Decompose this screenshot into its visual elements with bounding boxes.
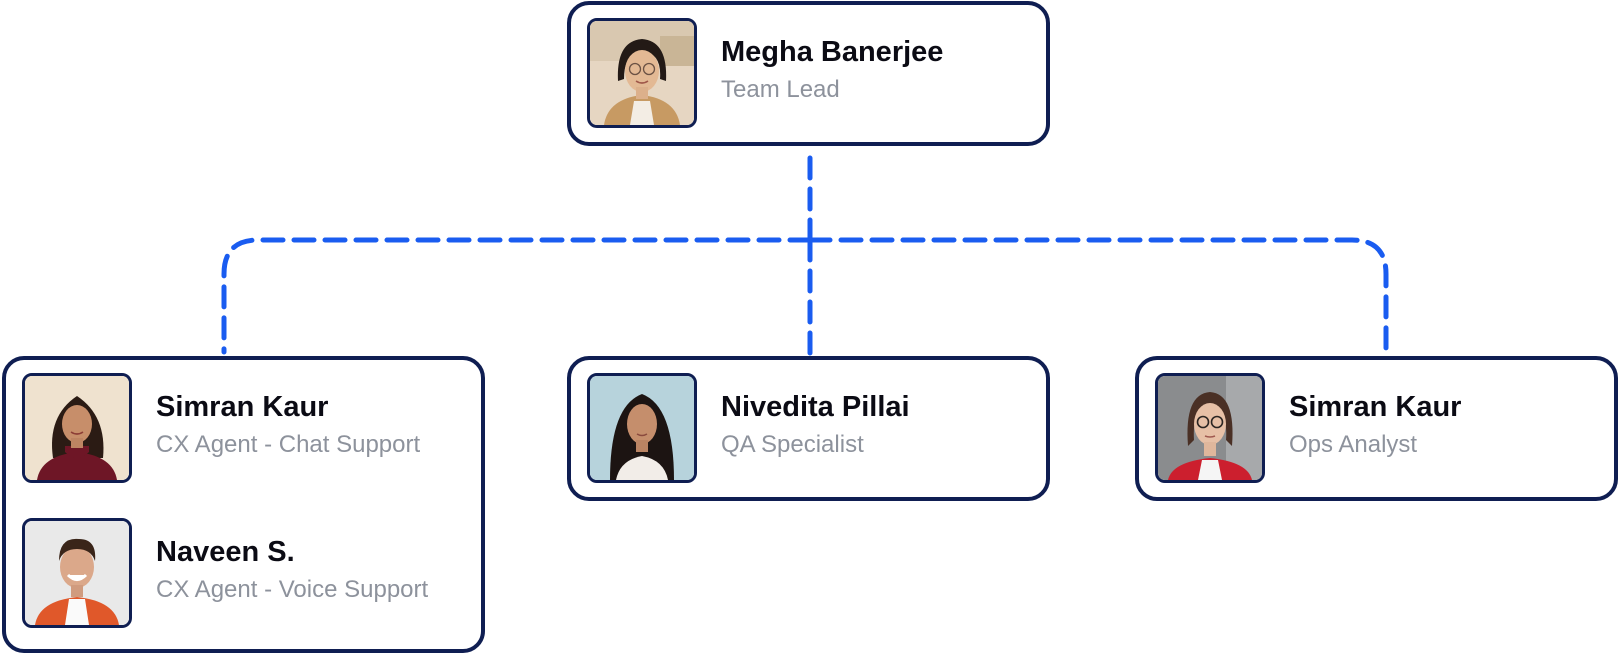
connector-right-branch [807,237,1389,357]
member-photo [22,518,132,628]
member-role: CX Agent - Voice Support [156,576,429,603]
member-photo [587,373,697,483]
woman-glasses-red-jacket-portrait-icon [1158,376,1262,480]
member-name: Simran Kaur [156,391,329,423]
member-person: Simran Kaur Ops Analyst [1155,373,1575,483]
team-card-left[interactable]: Simran Kaur CX Agent - Chat Support Nave… [2,356,485,653]
member-role: CX Agent - Chat Support [156,431,421,458]
lead-photo [587,18,697,128]
lead-role: Team Lead [721,76,840,103]
member-person: Naveen S. CX Agent - Voice Support [22,518,442,628]
team-card-center[interactable]: Nivedita Pillai QA Specialist [567,356,1050,501]
woman-maroon-sweater-portrait-icon [25,376,129,480]
member-person: Simran Kaur CX Agent - Chat Support [22,373,442,483]
lead-card[interactable]: Megha Banerjee Team Lead [567,1,1050,146]
member-photo [22,373,132,483]
member-name: Naveen S. [156,536,295,568]
woman-light-blue-background-portrait-icon [590,376,694,480]
lead-person: Megha Banerjee Team Lead [587,18,1007,128]
member-person: Nivedita Pillai QA Specialist [587,373,1007,483]
lead-name: Megha Banerjee [721,36,944,68]
connector-left-branch [221,237,813,355]
member-name: Nivedita Pillai [721,391,910,423]
team-card-right[interactable]: Simran Kaur Ops Analyst [1135,356,1618,501]
member-name: Simran Kaur [1289,391,1462,423]
woman-with-glasses-portrait-icon [590,21,694,125]
member-photo [1155,373,1265,483]
member-role: QA Specialist [721,431,864,458]
smiling-man-orange-jacket-portrait-icon [25,521,129,625]
member-role: Ops Analyst [1289,431,1418,458]
